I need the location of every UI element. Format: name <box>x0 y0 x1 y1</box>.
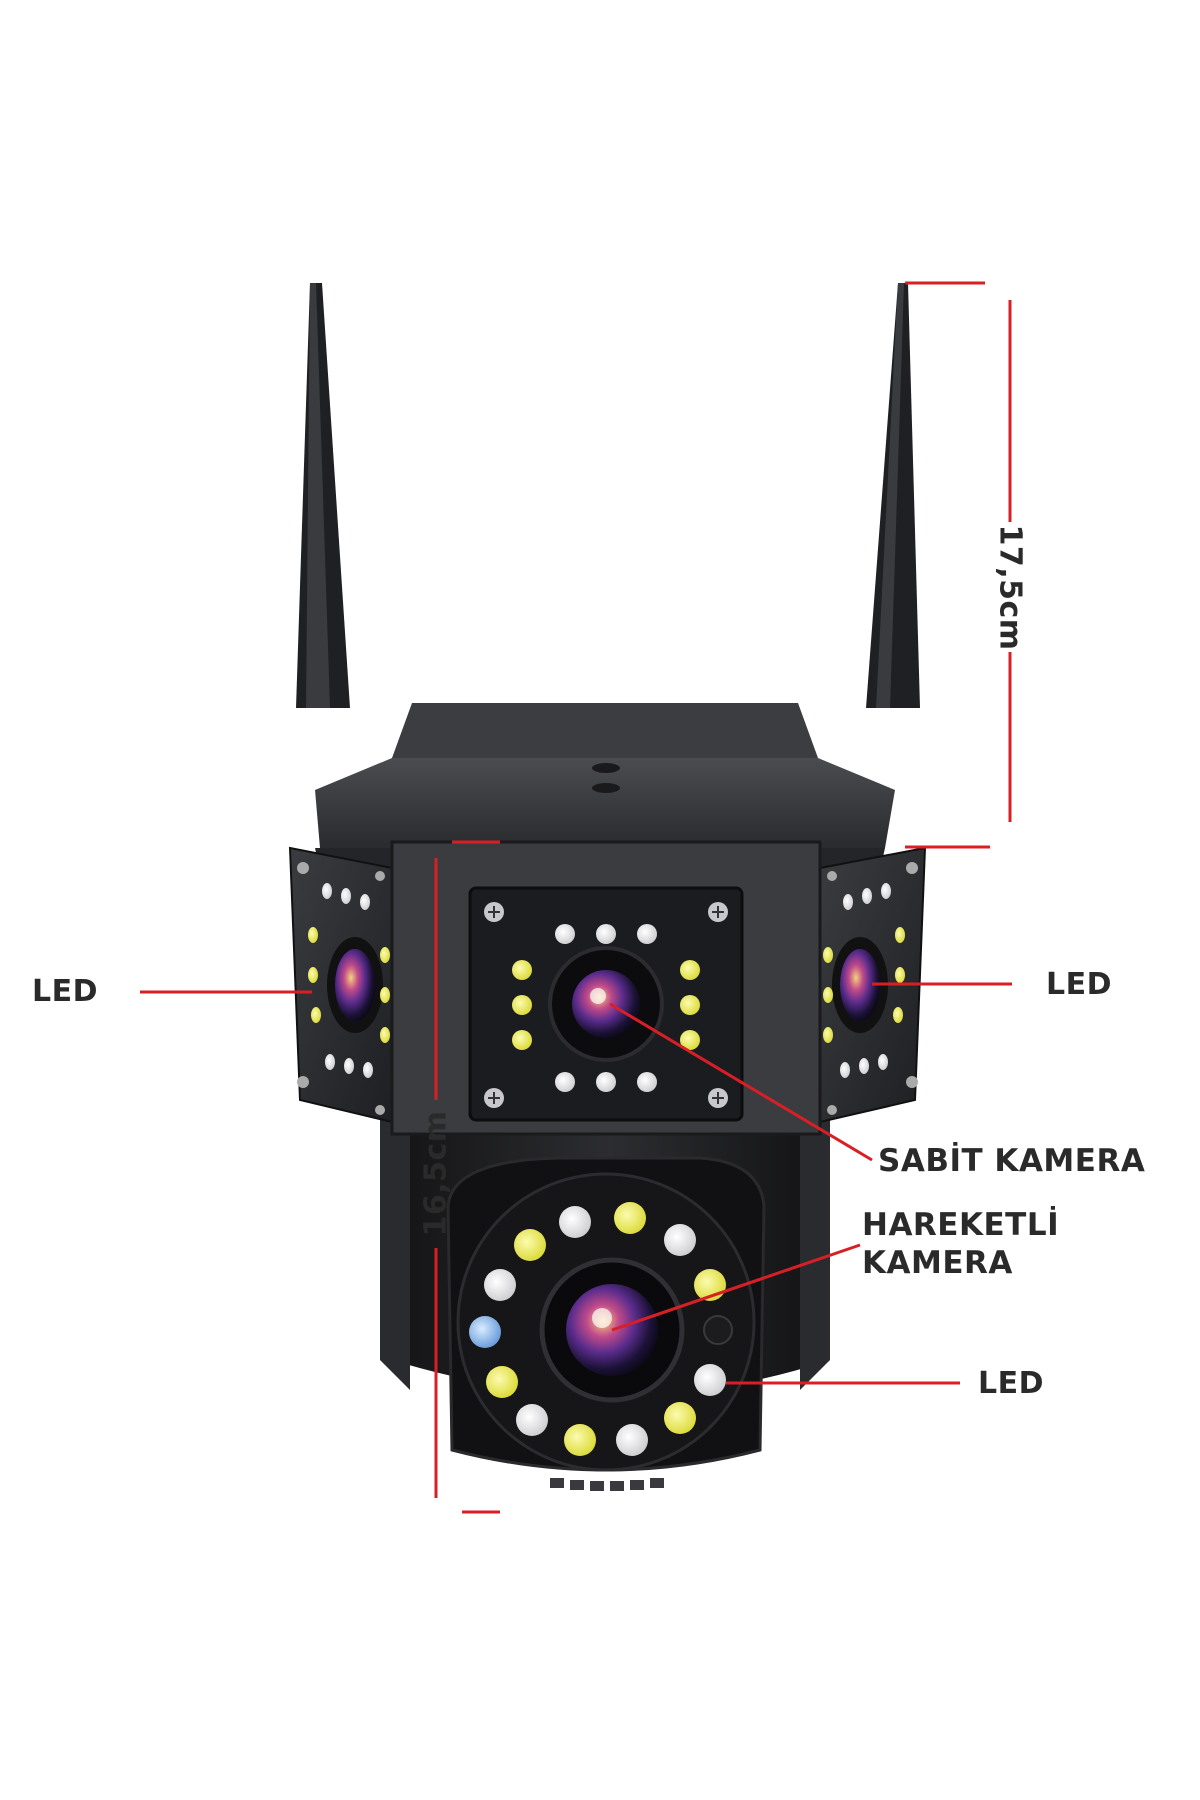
label-led-left: LED <box>32 974 99 1009</box>
label-led-right: LED <box>1046 967 1113 1002</box>
annotation-lines <box>140 281 1012 1514</box>
led-ring-dome <box>469 1202 726 1456</box>
speaker-grille <box>550 1478 664 1491</box>
moving-camera-dome <box>446 1156 766 1491</box>
led-ring-left <box>308 883 390 1078</box>
led-ring-right <box>823 883 905 1078</box>
screw-icon <box>484 902 728 1108</box>
label-moving-camera-line2: KAMERA <box>862 1245 1013 1281</box>
label-moving-camera-line1: HAREKETLİ <box>862 1207 1060 1243</box>
label-fixed-camera: SABİT KAMERA <box>878 1143 1146 1179</box>
label-height-antenna: 17,5cm <box>992 524 1028 651</box>
antenna-left <box>296 283 350 708</box>
led-ring-center <box>512 924 700 1092</box>
left-led-panel <box>288 846 393 1124</box>
microphone-icon <box>703 1315 733 1345</box>
fixed-camera-housing <box>390 840 822 1136</box>
label-led-bottom: LED <box>978 1366 1045 1401</box>
label-height-body: 16,5cm <box>418 1110 454 1237</box>
antenna-right <box>866 283 920 708</box>
